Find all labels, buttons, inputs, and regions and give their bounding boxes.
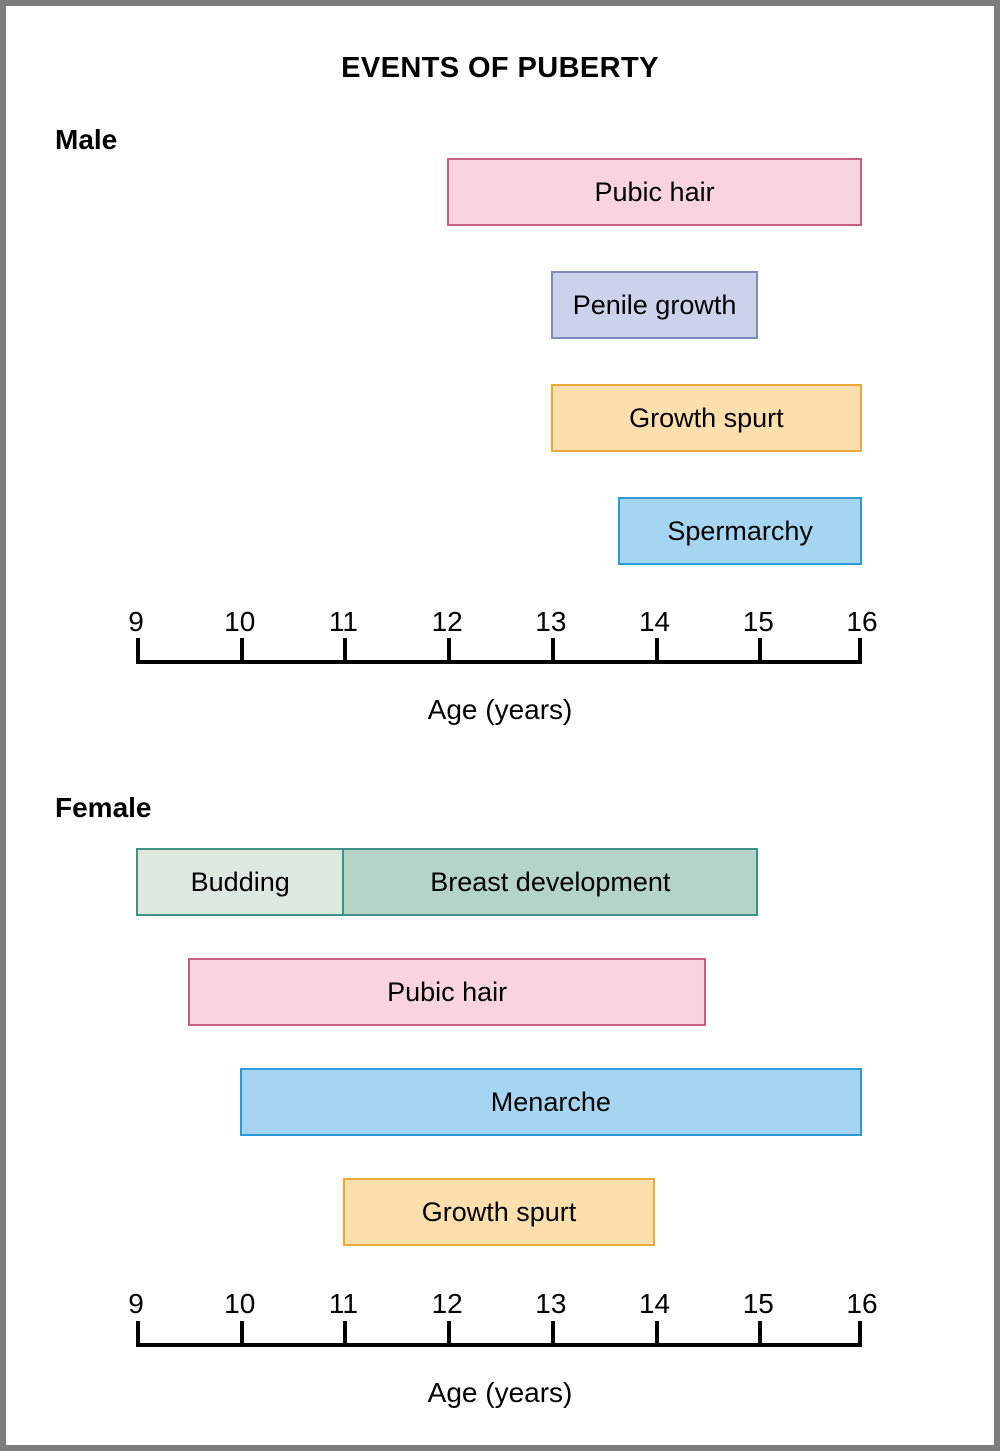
axis-tick-male-9 [136,638,140,660]
axis-tick-label-female-16: 16 [846,1288,878,1319]
axis-tick-label-male-11: 11 [328,606,358,637]
timeline-bar-female-budding: Budding [136,848,344,916]
axis-line-female [136,1343,862,1347]
axis-tick-label-male-13: 13 [535,606,567,637]
axis-tick-label-male-16: 16 [846,606,878,637]
axis-tick-female-11 [343,1321,348,1343]
axis-tick-male-11 [343,638,348,660]
axis-tick-female-12 [447,1321,452,1343]
axis-tick-label-female-13: 13 [535,1288,567,1319]
axis-tick-label-female-9: 9 [128,1288,144,1319]
timeline-bar-label: Pubic hair [594,176,715,207]
axis-tick-label-female-11: 11 [328,1288,358,1319]
axis-tick-female-14 [654,1321,659,1343]
axis-title-female: Age (years) [427,1377,573,1408]
axis-tick-label-female-14: 14 [638,1288,671,1319]
timeline-bar-label: Breast development [430,866,671,897]
axis-tick-male-13 [550,638,555,660]
timeline-bar-female-menarche: Menarche [239,1068,862,1136]
timeline-bar-male-spermarchy: Spermarchy [618,497,862,565]
axis-tick-label-male-12: 12 [431,606,463,637]
axis-tick-female-9 [136,1321,140,1343]
axis-tick-male-15 [758,638,763,660]
axis-tick-label-male-15: 15 [742,606,774,637]
timeline-bar-female-growth-spurt: Growth spurt [343,1178,655,1246]
axis-tick-label-female-15: 15 [742,1288,774,1319]
axis-tick-male-10 [239,638,244,660]
timeline-bar-group-female-breast: Budding Breast development [136,848,759,916]
axis-tick-female-16 [858,1321,862,1343]
axis-title-male: Age (years) [427,694,573,725]
axis-tick-female-10 [239,1321,244,1343]
timeline-bar-female-pubic-hair: Pubic hair [187,958,707,1026]
axis-tick-label-male-14: 14 [638,606,671,637]
timeline-bar-label: Growth spurt [629,402,784,433]
panel-label-male: Male [55,124,118,155]
panel-label-female: Female [55,792,152,823]
timeline-bar-label: Spermarchy [667,515,813,546]
axis-tick-female-13 [550,1321,555,1343]
timeline-bar-male-growth-spurt: Growth spurt [550,384,862,452]
timeline-bar-label: Budding [190,866,290,897]
page-title: EVENTS OF PUBERTY [341,52,659,84]
axis-tick-male-12 [447,638,452,660]
timeline-bar-male-penile-growth: Penile growth [550,271,759,339]
timeline-bar-label: Growth spurt [421,1196,577,1227]
timeline-bar-label: Menarche [490,1086,611,1117]
axis-tick-label-male-10: 10 [224,606,256,637]
axis-tick-label-female-10: 10 [224,1288,256,1319]
axis-tick-female-15 [758,1321,763,1343]
timeline-bar-label: Pubic hair [387,976,508,1007]
timeline-bar-female-breast-development: Breast development [343,848,759,916]
axis-tick-label-female-12: 12 [431,1288,463,1319]
axis-tick-male-14 [654,638,659,660]
axis-tick-label-male-9: 9 [128,606,144,637]
timeline-bar-male-pubic-hair: Pubic hair [447,158,862,226]
axis-tick-male-16 [858,638,862,660]
timeline-bar-label: Penile growth [572,289,737,320]
axis-line-male [136,660,862,664]
